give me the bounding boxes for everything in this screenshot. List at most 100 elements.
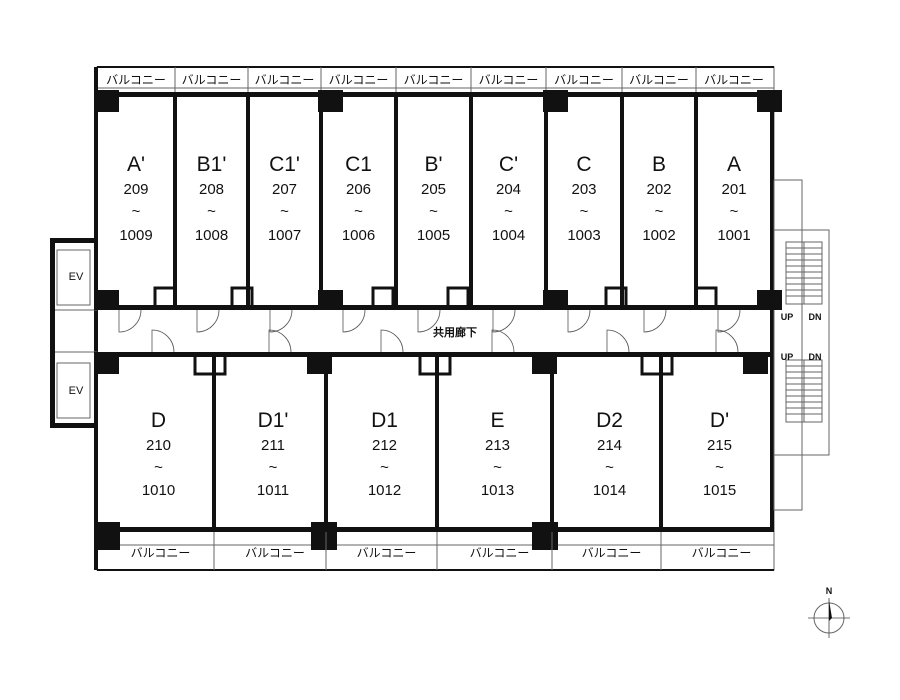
unit-last-floor-number: 1014	[593, 482, 626, 499]
structural-column	[757, 90, 782, 112]
north-balconies: バルコニーバルコニーバルコニーバルコニーバルコニーバルコニーバルコニーバルコニー…	[106, 67, 764, 92]
door-swing	[268, 329, 292, 353]
unit-last-floor-number: 1004	[492, 227, 525, 244]
unit-last-floor-number: 1008	[195, 227, 228, 244]
unit-type-label: C1	[345, 153, 372, 176]
unit-last-floor-number: 1013	[481, 482, 514, 499]
structural-column	[94, 290, 119, 310]
elevator-label-south: EV	[69, 385, 84, 397]
unit-last-floor-number: 1009	[119, 227, 152, 244]
unit-range-mark: ~	[605, 459, 614, 476]
structural-column	[94, 90, 119, 112]
door-swing	[492, 309, 516, 333]
door-swing	[151, 329, 175, 353]
unit-north-B': B'205~1005	[417, 153, 450, 244]
structural-column	[307, 352, 332, 374]
door-swing	[269, 309, 293, 333]
elevator-label-north: EV	[69, 271, 84, 283]
partition-wall	[173, 92, 177, 310]
unit-range-mark: ~	[493, 459, 502, 476]
pipe-shaft	[193, 353, 227, 376]
unit-range-mark: ~	[730, 203, 739, 220]
unit-type-label: D1	[371, 409, 398, 432]
door-swing	[417, 309, 441, 333]
structural-column	[543, 90, 568, 112]
partition-wall	[694, 92, 698, 310]
unit-type-label: B	[652, 153, 666, 176]
unit-first-floor-number: 207	[272, 181, 297, 198]
pipe-shaft	[153, 286, 177, 309]
balcony-label: バルコニー	[245, 546, 305, 560]
elevator-wing: EV EV	[50, 238, 97, 428]
south-balconies: バルコニーバルコニーバルコニーバルコニーバルコニーバルコニー	[131, 532, 752, 570]
balcony-label: バルコニー	[554, 73, 614, 87]
unit-range-mark: ~	[280, 203, 289, 220]
unit-last-floor-number: 1006	[342, 227, 375, 244]
unit-first-floor-number: 213	[485, 437, 510, 454]
unit-first-floor-number: 204	[496, 181, 521, 198]
unit-type-label: D2	[596, 409, 623, 432]
pipe-shaft	[604, 286, 628, 309]
unit-north-C1: C1 206 ~1006	[342, 153, 375, 244]
structural-column	[94, 352, 119, 374]
pipe-shaft	[640, 353, 674, 376]
unit-range-mark: ~	[715, 459, 724, 476]
partition-wall	[212, 352, 216, 532]
corridor-doors	[118, 309, 741, 353]
unit-first-floor-number: 201	[721, 181, 746, 198]
pipe-shaft	[694, 286, 718, 309]
door-swing	[342, 309, 366, 333]
door-swing	[196, 309, 220, 333]
unit-north-B1': B1'208~1008	[195, 153, 228, 244]
partition-wall	[319, 92, 323, 310]
unit-last-floor-number: 1005	[417, 227, 450, 244]
compass: N	[808, 586, 850, 638]
unit-north-C': C'204~1004	[492, 153, 525, 244]
unit-type-label: A'	[127, 153, 145, 176]
unit-type-label: D'	[710, 409, 729, 432]
stair-up-label-south: UP	[781, 352, 794, 362]
balcony-label: バルコニー	[692, 546, 752, 560]
stair-up-label-north: UP	[781, 312, 794, 322]
unit-first-floor-number: 211	[261, 437, 285, 454]
unit-range-mark: ~	[504, 203, 513, 220]
unit-last-floor-number: 1010	[142, 482, 175, 499]
balcony-label: バルコニー	[357, 546, 417, 560]
balcony-label: バルコニー	[404, 73, 464, 87]
unit-range-mark: ~	[354, 203, 363, 220]
balcony-label: バルコニー	[582, 546, 642, 560]
structural-column	[532, 352, 557, 374]
unit-type-label: D1'	[258, 409, 289, 432]
unit-north-A': A'209~1009	[119, 153, 152, 244]
balcony-label: バルコニー	[470, 546, 530, 560]
balcony-label: バルコニー	[704, 73, 764, 87]
unit-type-label: C1'	[269, 153, 300, 176]
stair-steps-north	[786, 247, 822, 297]
structural-column	[532, 522, 558, 550]
pipe-shaft	[446, 286, 470, 309]
unit-range-mark: ~	[207, 203, 216, 220]
unit-south-D1': D1' 211 ~1011	[257, 409, 289, 499]
unit-range-mark: ~	[132, 203, 141, 220]
unit-range-mark: ~	[580, 203, 589, 220]
stair-steps-south	[786, 365, 822, 415]
partition-wall	[324, 352, 328, 532]
partition-wall	[550, 352, 554, 532]
unit-last-floor-number: 1012	[368, 482, 401, 499]
unit-range-mark: ~	[269, 459, 278, 476]
door-swing	[717, 309, 741, 333]
structural-column	[318, 90, 343, 112]
unit-last-floor-number: 1011	[257, 482, 289, 499]
corridor-label: 共用廊下	[433, 325, 477, 339]
compass-north-label: N	[826, 586, 833, 596]
balcony-label: バルコニー	[629, 73, 689, 87]
stair-wing: UP DN UP DN	[773, 179, 830, 511]
structural-column	[318, 290, 343, 310]
unit-first-floor-number: 206	[346, 181, 371, 198]
partition-wall	[659, 352, 663, 532]
